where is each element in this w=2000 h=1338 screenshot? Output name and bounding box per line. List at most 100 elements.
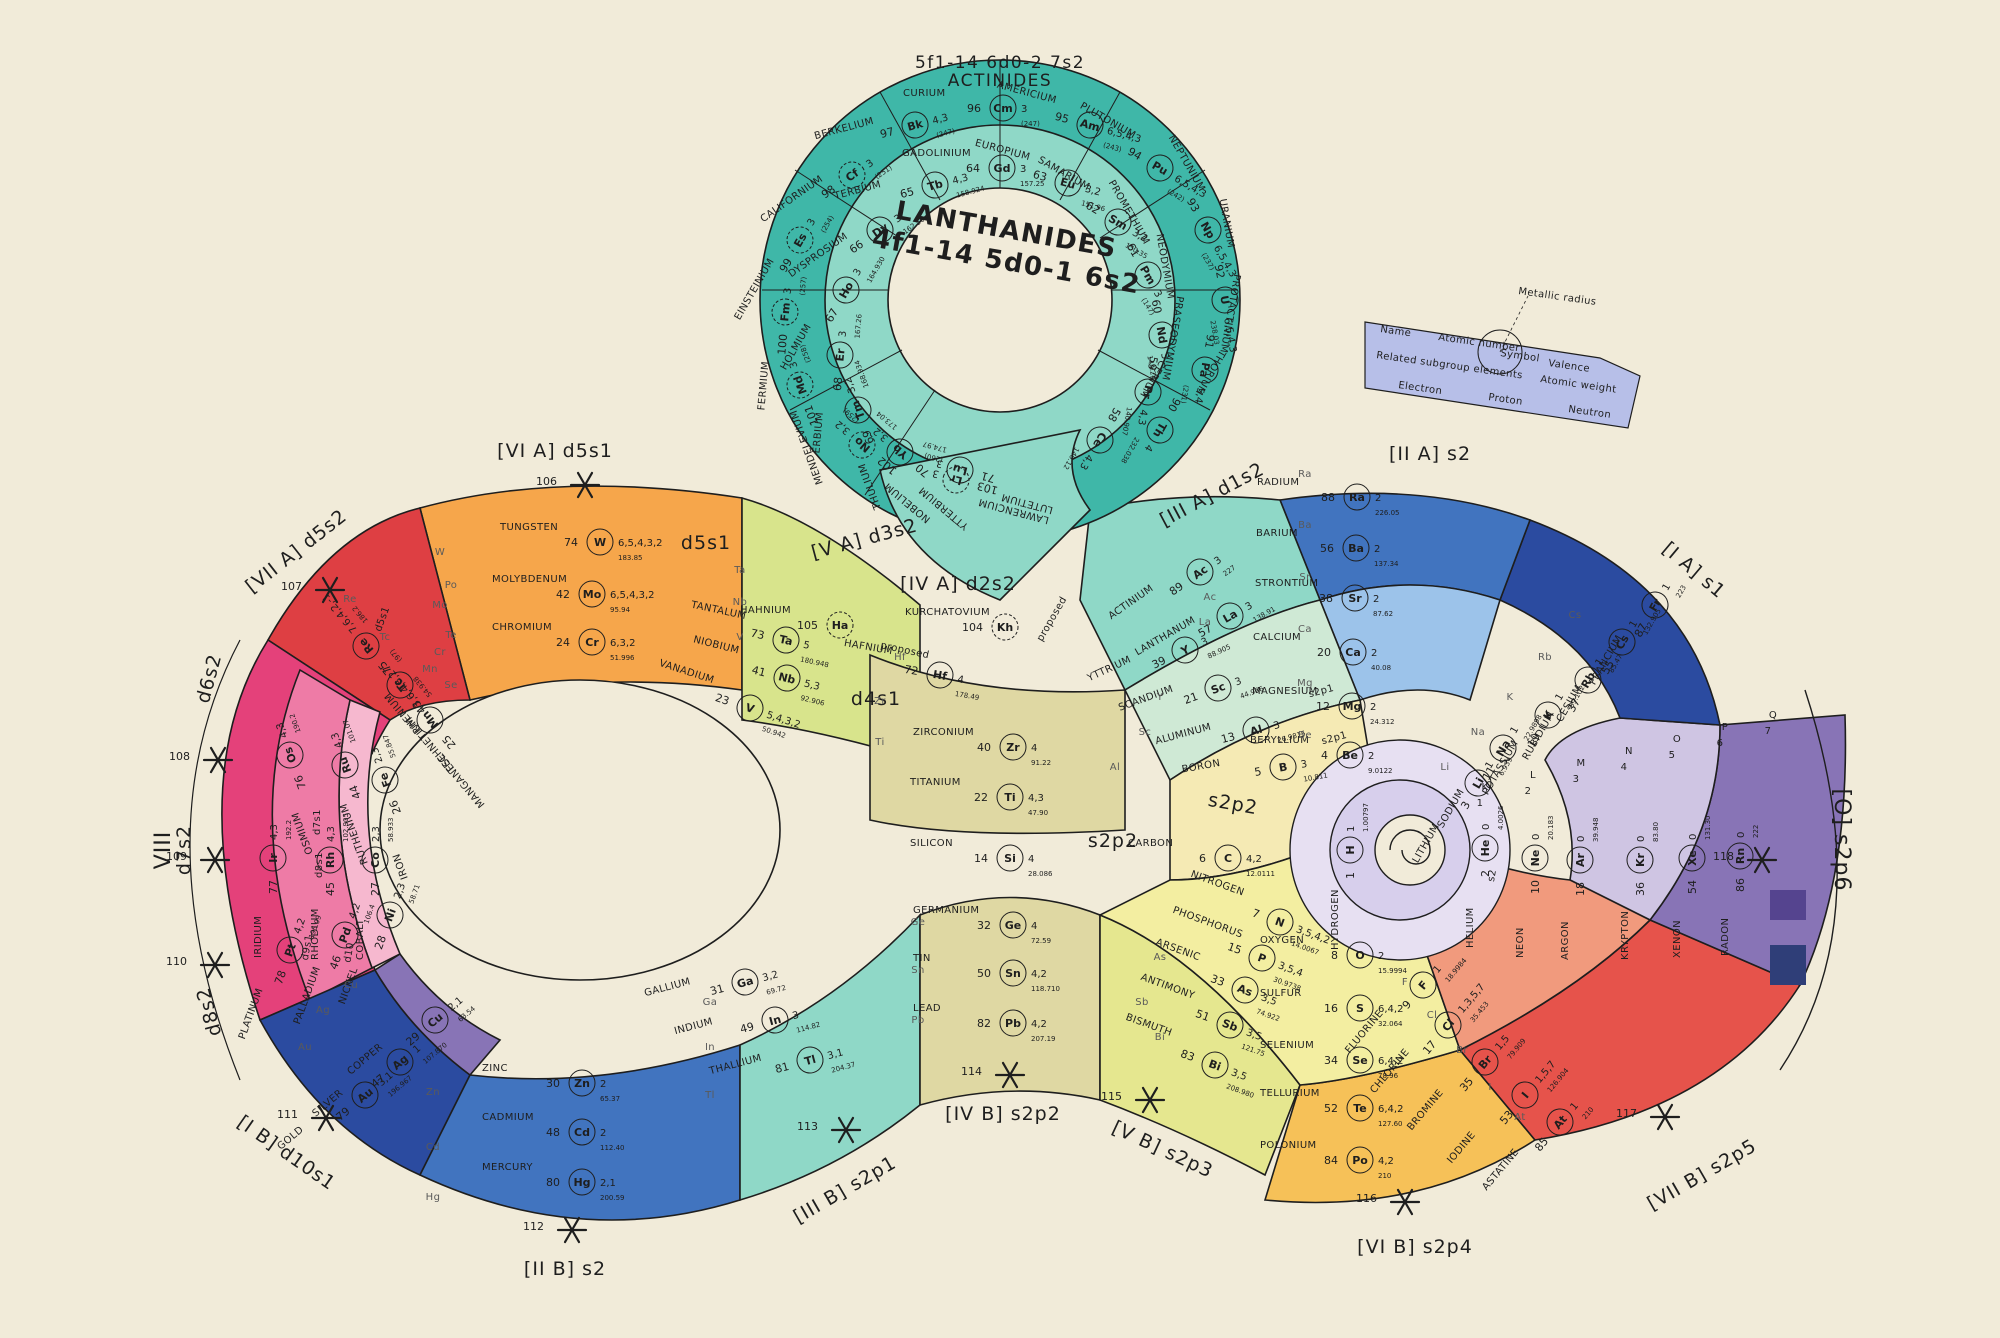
element-number: 45 (324, 882, 337, 896)
element-symbol-circle (832, 276, 860, 304)
element-number: 51 (1194, 1007, 1212, 1024)
element-symbol-circle (1186, 558, 1214, 586)
element-valence: 3 (1151, 289, 1164, 300)
element-number: 12 (1316, 700, 1330, 713)
element-name: POLONIUM (1260, 1140, 1317, 1151)
element-symbol-circle (316, 846, 344, 874)
element-symbol-circle (1534, 701, 1562, 729)
related-subgroup-mark: Bi (1155, 1032, 1165, 1043)
element-weight: 167.26 (854, 313, 864, 339)
element-number: 76 (292, 773, 309, 791)
related-subgroup-mark: Br (1456, 1045, 1468, 1056)
element-valence: 5,4 (1192, 387, 1206, 405)
element-weight: 12.0111 (1246, 870, 1275, 878)
placeholder-number: 110 (166, 955, 187, 968)
element-valence: 4,3 (931, 112, 949, 127)
element-symbol: Gd (994, 162, 1011, 175)
legend (1364, 295, 1641, 429)
element-weight: 58.933 (387, 818, 395, 843)
placeholder-107: 107 (281, 576, 346, 604)
o-group-band-3 (1770, 945, 1806, 985)
element-symbol-circle (578, 628, 606, 656)
element-symbol: Hg (573, 1176, 590, 1189)
related-subgroup-mark: Ca (1298, 624, 1312, 635)
placeholder-106: 106 (536, 471, 601, 499)
element-valence: 2 (1375, 493, 1381, 504)
element-valence: 3,2 (843, 376, 859, 395)
element-symbol-circle (1242, 716, 1270, 744)
element-name: HAHNIUM (740, 605, 791, 616)
element-name: MAGNESIUM (1252, 686, 1318, 697)
related-subgroup-mark: Sr (1299, 572, 1311, 583)
element-symbol-circle (568, 1118, 596, 1146)
element-valence: 3 (1020, 164, 1026, 175)
element-symbol-circle (921, 171, 949, 199)
hydrogen-center (1289, 739, 1511, 961)
element-name: GALLIUM (643, 976, 692, 999)
element-valence: 4,2 (1246, 854, 1262, 865)
loop-dividers (762, 60, 1238, 496)
element-number: 2 (1479, 870, 1492, 877)
element-weight: (247) (1021, 120, 1040, 128)
element-valence: 3,5 (1230, 1067, 1249, 1083)
element-symbol-circle (1054, 169, 1082, 197)
element-valence: 3 (1234, 676, 1244, 689)
related-subgroup-mark: As (1154, 952, 1167, 963)
element-symbol: Bi (1207, 1057, 1223, 1073)
element-symbol: Os (281, 745, 299, 765)
element-symbol-circle (386, 671, 414, 699)
element-weight: 207.19 (1031, 1035, 1056, 1043)
o-group-band-2 (1770, 890, 1806, 920)
element-number: 97 (879, 125, 896, 141)
element-symbol-circle (991, 613, 1019, 641)
element-valence: 3 (1021, 104, 1027, 115)
related-subgroup-mark: Sc (1139, 727, 1152, 738)
element-valence: 1 (1484, 760, 1497, 771)
group-label-iib: [II B] s2 (524, 1258, 606, 1280)
related-subgroup-mark: K (1507, 692, 1514, 703)
element-weight: 15.9994 (1378, 967, 1407, 975)
